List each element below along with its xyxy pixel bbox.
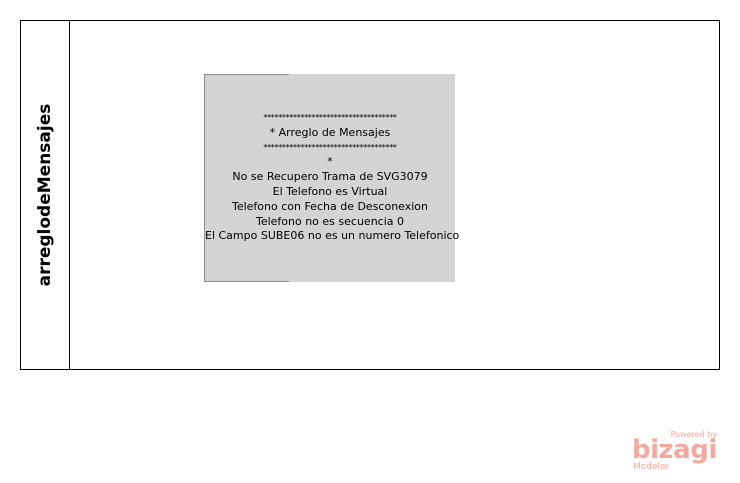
pool-header[interactable]: arreglodeMensajes — [21, 21, 70, 369]
text-annotation[interactable]: ************************************ * A… — [204, 74, 460, 282]
modeler-label: Modeler — [633, 462, 670, 472]
pool-title: arreglodeMensajes — [35, 103, 55, 287]
bizagi-logo: bizagi — [632, 435, 717, 465]
annotation-line: * — [327, 155, 333, 169]
annotation-line: * Arreglo de Mensajes — [269, 125, 391, 139]
annotation-line: ************************************ — [263, 113, 397, 122]
annotation-line: El Campo SUBE06 no es un numero Telefoni… — [205, 229, 460, 243]
pool[interactable]: arreglodeMensajes — [20, 20, 720, 370]
annotation-line: ************************************ — [263, 142, 397, 152]
annotation-bracket-bottom — [205, 281, 289, 282]
annotation-line: Telefono con Fecha de Desconexion — [231, 199, 429, 213]
powered-by-label: Powered by — [670, 430, 717, 439]
annotation-text: ************************************ * A… — [205, 111, 460, 244]
annotation-line: El Telefono es Virtual — [272, 184, 388, 198]
bizagi-watermark: Powered by bizagi Modeler — [632, 430, 722, 476]
annotation-bracket-top — [205, 74, 289, 75]
annotation-line: Telefono no es secuencia 0 — [255, 214, 405, 228]
annotation-line: No se Recupero Trama de SVG3079 — [232, 170, 428, 184]
